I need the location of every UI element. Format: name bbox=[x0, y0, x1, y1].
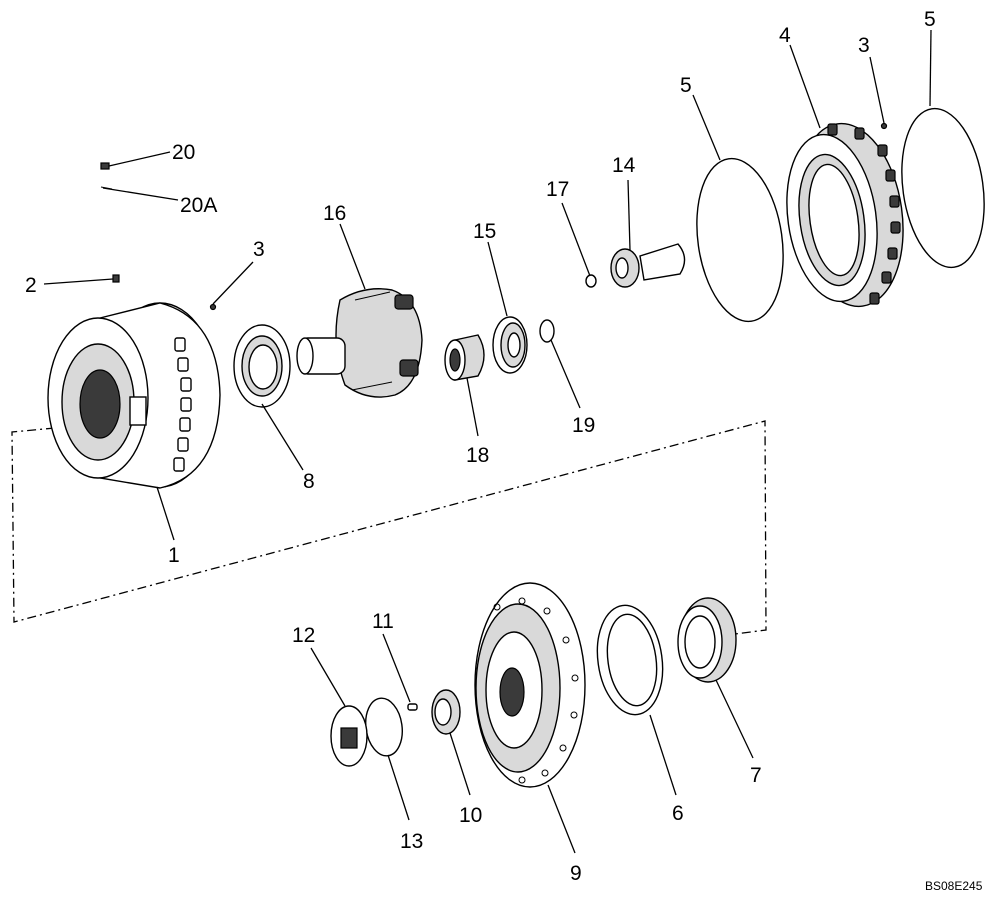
part-1-ring-gear-housing bbox=[47, 302, 221, 489]
callout-5-left: 5 bbox=[680, 74, 692, 97]
part-19-snap-ring bbox=[539, 319, 555, 343]
part-17-nut bbox=[585, 274, 597, 288]
part-16-planet-carrier bbox=[296, 288, 423, 398]
callout-3-right: 3 bbox=[858, 34, 870, 57]
callout-8: 8 bbox=[303, 470, 315, 493]
part-5-o-ring-right bbox=[901, 107, 985, 269]
callout-20: 20 bbox=[172, 141, 195, 164]
callout-12: 12 bbox=[292, 624, 315, 647]
part-6-seal-ring bbox=[596, 604, 664, 716]
assembly-boundary-line bbox=[11, 420, 767, 635]
part-3-pin-right bbox=[880, 122, 888, 130]
drawing-reference-code: BS08E245 bbox=[925, 879, 983, 893]
part-13-o-ring bbox=[365, 697, 403, 757]
callout-16: 16 bbox=[323, 202, 346, 225]
part-4-ring-gear bbox=[786, 122, 904, 308]
callout-14: 14 bbox=[612, 154, 636, 177]
housing-cog-row bbox=[173, 337, 192, 472]
callout-10: 10 bbox=[459, 804, 482, 827]
callout-2: 2 bbox=[25, 274, 37, 297]
part-8-oil-seal bbox=[233, 324, 291, 408]
part-3-pin-left bbox=[209, 303, 217, 311]
part-7-bearing-cup bbox=[677, 597, 737, 683]
callout-6: 6 bbox=[672, 802, 684, 825]
callout-5-right: 5 bbox=[924, 8, 936, 31]
callout-11: 11 bbox=[372, 610, 394, 633]
part-10-hub-nut bbox=[431, 689, 461, 735]
part-12-cover-plate bbox=[330, 705, 368, 767]
callout-15: 15 bbox=[473, 220, 496, 243]
callout-20a: 20A bbox=[180, 194, 217, 217]
callout-4: 4 bbox=[779, 24, 791, 47]
part-5-o-ring-left bbox=[696, 157, 784, 323]
ring-gear-teeth bbox=[827, 123, 901, 305]
part-11-cotter-pin bbox=[407, 703, 418, 711]
part-20-set-screw bbox=[100, 162, 110, 170]
part-15-roller-bearing bbox=[492, 316, 528, 374]
hub-bolt-holes bbox=[493, 597, 579, 784]
callout-18: 18 bbox=[466, 444, 489, 467]
callout-7: 7 bbox=[750, 764, 762, 787]
part-2-plug bbox=[112, 274, 120, 283]
part-14-sun-gear-shaft bbox=[610, 243, 686, 288]
part-18-bushing bbox=[444, 334, 485, 381]
callout-3-left: 3 bbox=[253, 238, 265, 261]
callout-labels: 1 2 3 3 4 5 5 6 7 8 9 10 11 12 13 14 15 … bbox=[25, 8, 936, 885]
callout-1: 1 bbox=[168, 544, 180, 567]
callout-19: 19 bbox=[572, 414, 595, 437]
callout-13: 13 bbox=[400, 830, 423, 853]
leader-lines bbox=[43, 29, 932, 854]
callout-9: 9 bbox=[570, 862, 582, 885]
callout-17: 17 bbox=[546, 178, 569, 201]
part-9-wheel-hub bbox=[474, 582, 586, 788]
